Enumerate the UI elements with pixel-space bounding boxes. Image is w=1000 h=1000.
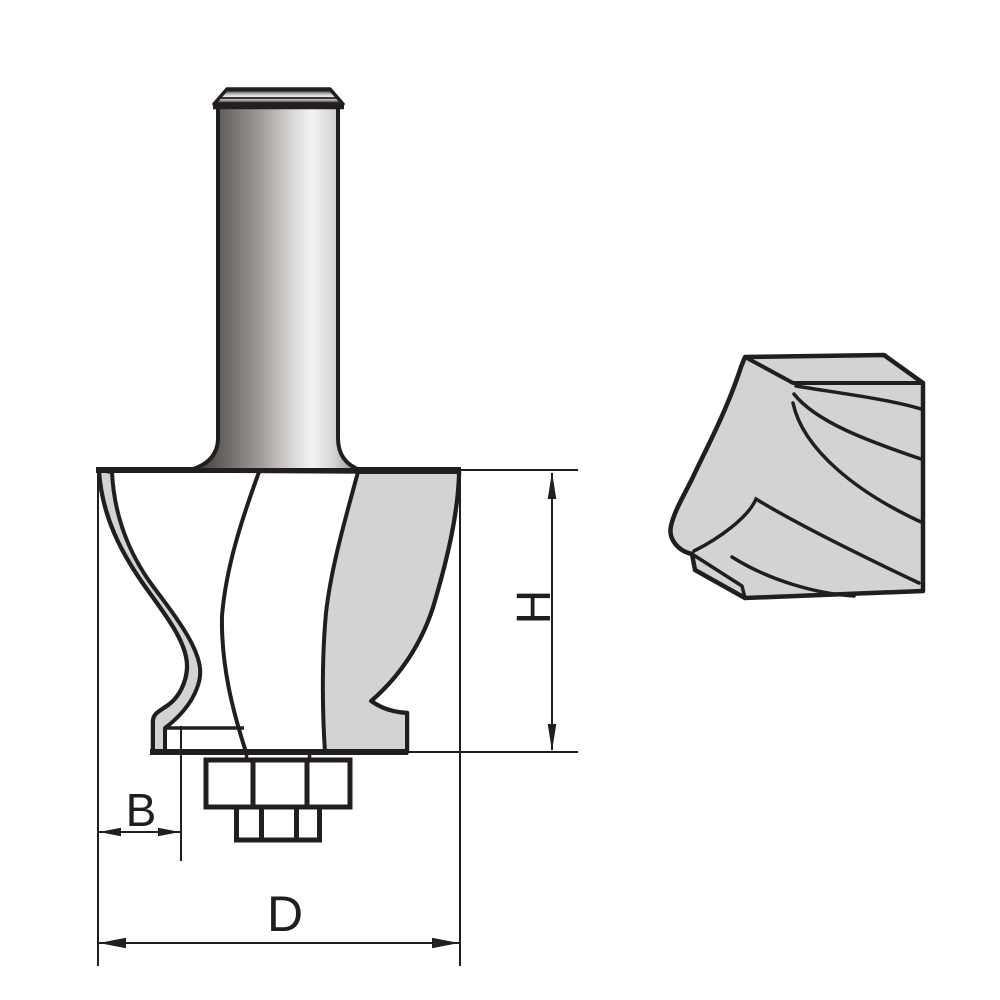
hex-nut-upper (203, 757, 353, 810)
arrow-h-bottom (547, 724, 557, 751)
wood-block-top-edge (744, 355, 923, 385)
hex-nut-lower-facets (259, 807, 299, 840)
wood-grain-profile-lines (692, 384, 923, 598)
arrow-b-left (99, 827, 121, 837)
wood-profile-sample (668, 352, 926, 601)
cutter-head (96, 467, 462, 755)
cutter-face-edge-curve (219, 470, 261, 754)
arrow-d-right (432, 937, 459, 949)
hex-nut-lower (234, 804, 322, 843)
arrow-h-top (547, 472, 557, 499)
shank-top-cap (212, 87, 345, 106)
arrow-b-right (158, 827, 180, 837)
wood-block-outline (668, 352, 926, 601)
dimension-arrowheads (99, 472, 557, 949)
dimensions (97, 469, 578, 966)
shank (188, 87, 362, 472)
cutter-right-flute (320, 470, 461, 754)
shank-body (188, 103, 362, 472)
wood-block-step-edge (691, 552, 747, 599)
dimension-label-h: H (508, 590, 561, 625)
bearing-assembly (203, 750, 353, 843)
dimension-label-b: B (126, 784, 157, 836)
arrow-d-left (99, 937, 126, 949)
hex-nut-upper-facets (250, 760, 310, 807)
dimension-label-d: D (267, 886, 303, 942)
